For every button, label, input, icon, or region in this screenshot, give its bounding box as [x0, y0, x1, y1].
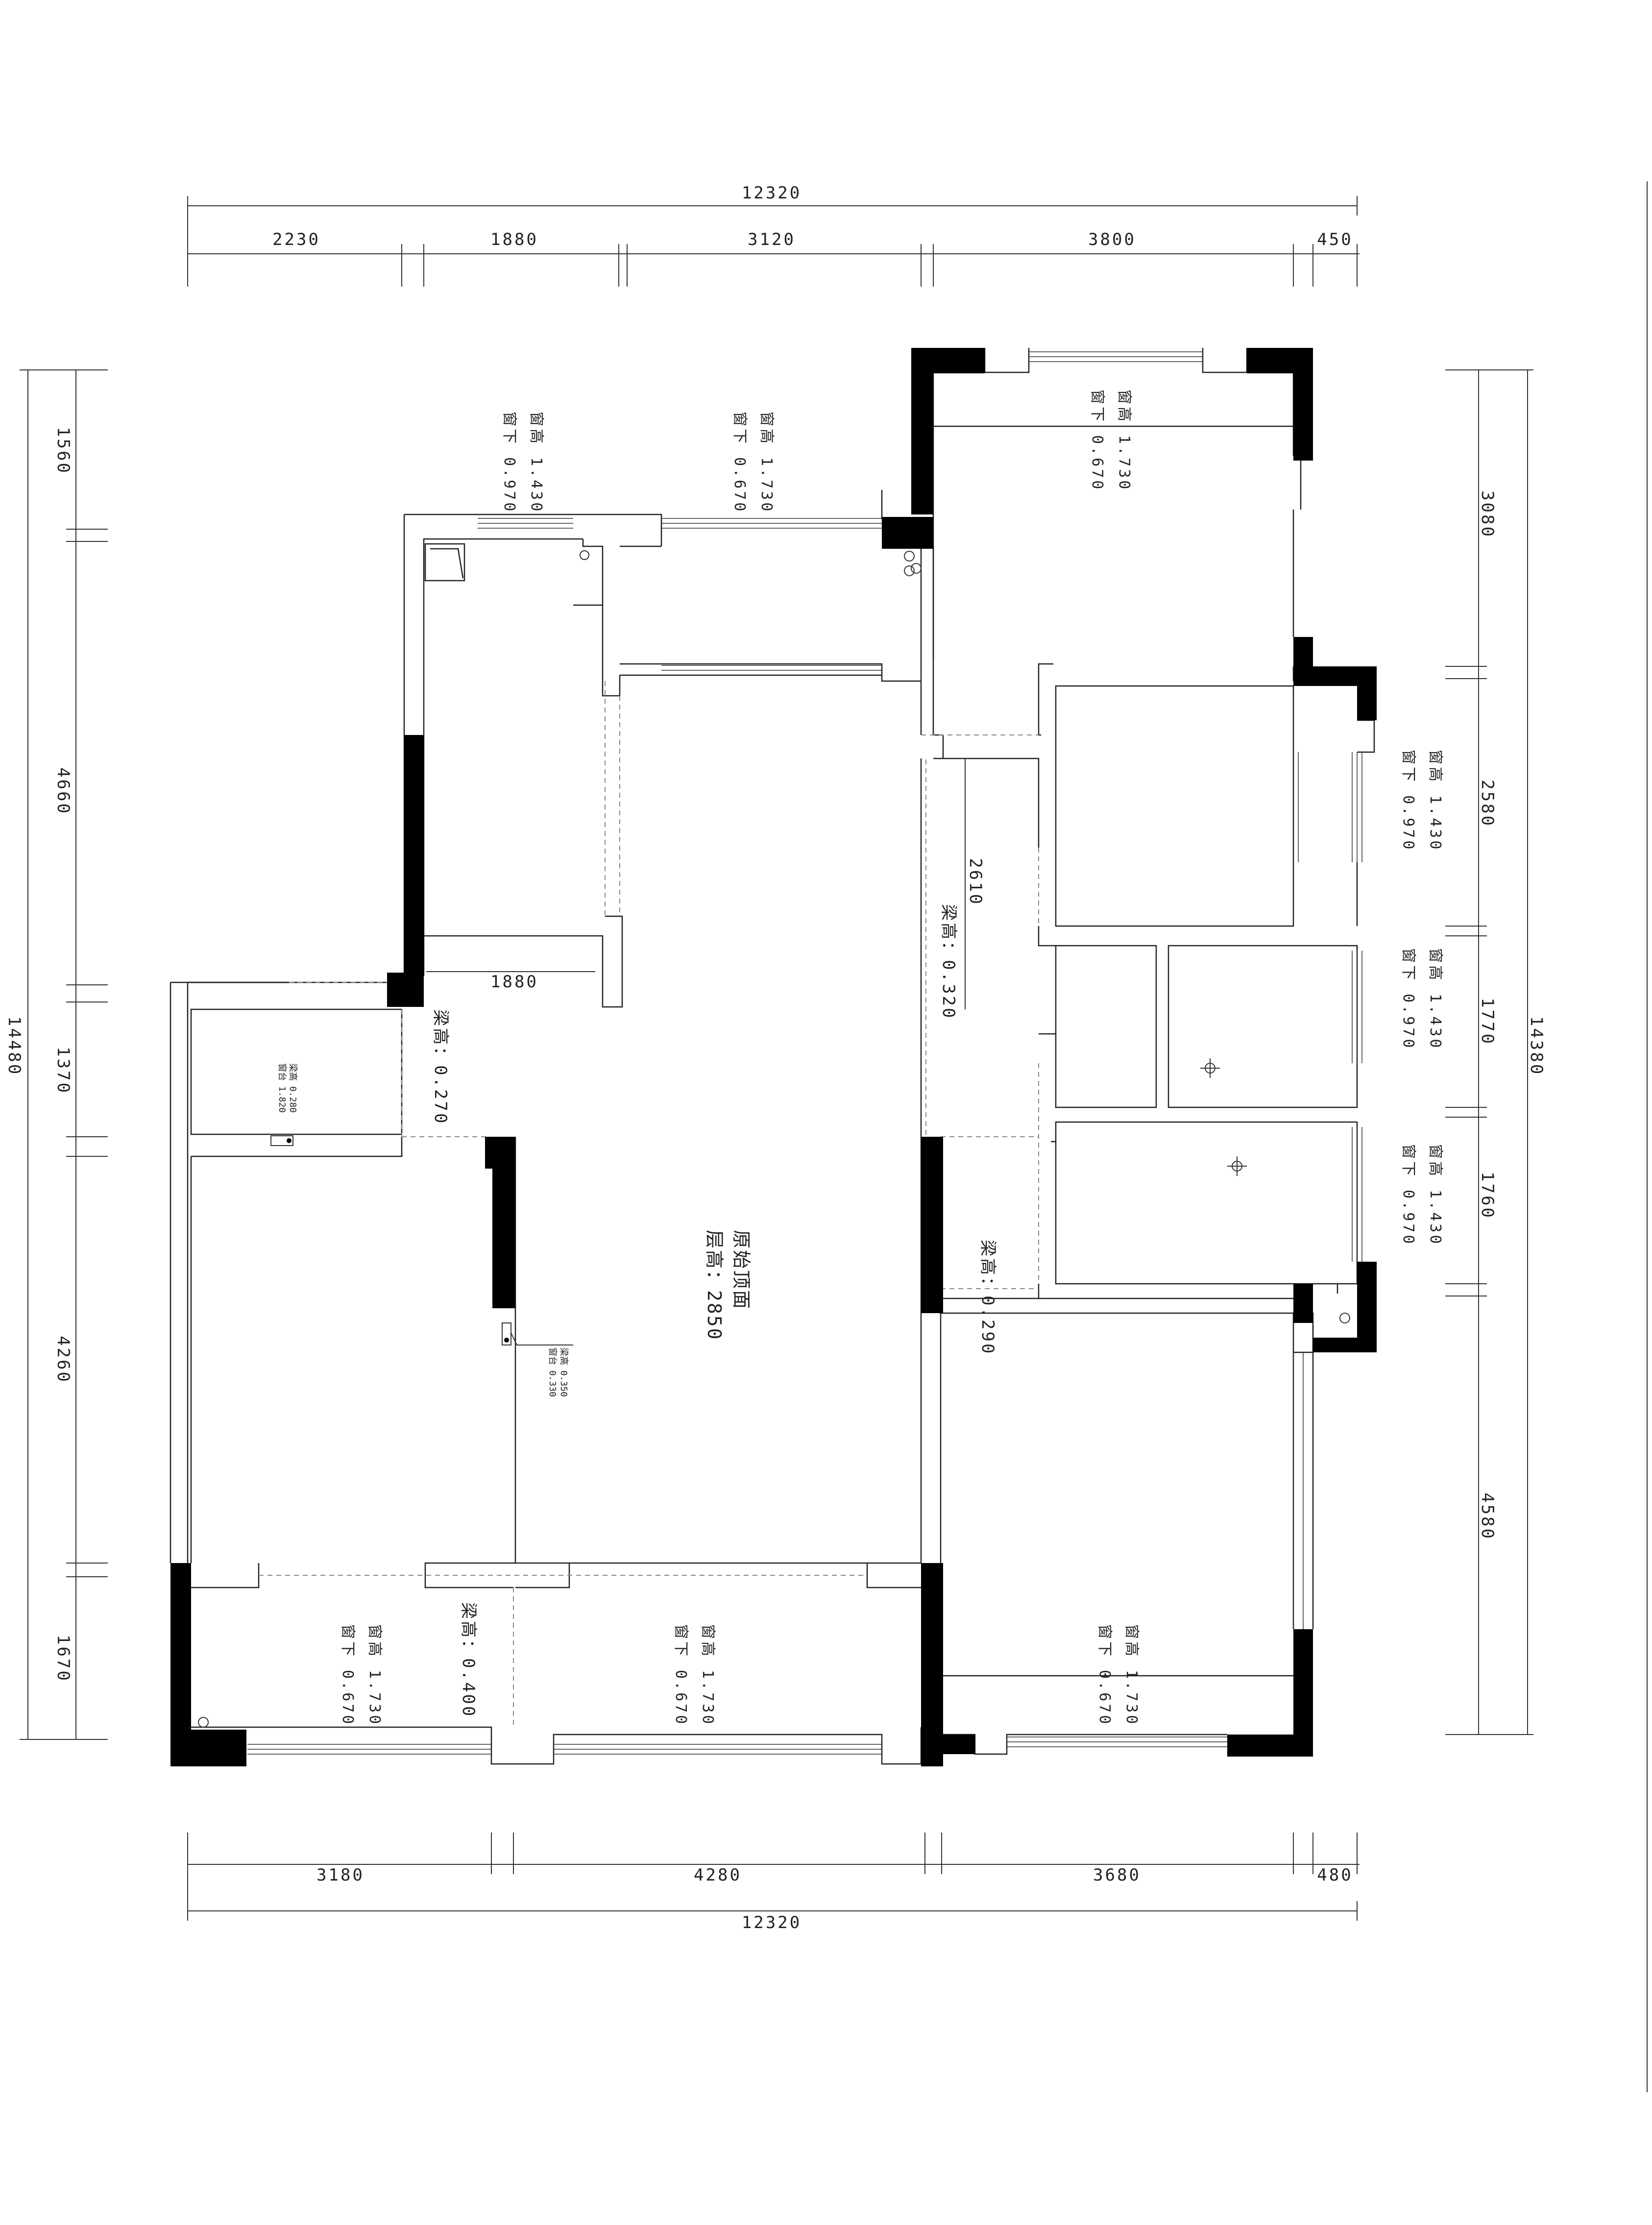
bottom-dim-4: 480 — [1317, 1865, 1353, 1885]
dimension-labels: 12320 2230 1880 3120 3800 450 3180 4280 … — [4, 183, 1546, 1932]
solid-walls — [170, 348, 1377, 1766]
right-total-dim: 14380 — [1527, 1016, 1546, 1076]
beam-height-label: 梁高：0.400 — [459, 1602, 478, 1718]
small-note: 梁高 0.280 — [288, 1063, 298, 1113]
top-dim-5: 450 — [1317, 230, 1353, 249]
drain-icon — [198, 1717, 209, 1728]
window-sill-label: 窗下 0.670 — [339, 1624, 356, 1726]
window-height-label: 窗高 1.730 — [366, 1624, 383, 1726]
beam-height-label: 梁高：0.320 — [939, 904, 958, 1020]
window-sill-label: 窗下 0.670 — [672, 1624, 689, 1726]
top-total-dim: 12320 — [742, 183, 802, 203]
beam-annotations: 梁高：0.270 梁高：0.320 梁高：0.290 梁高：0.400 — [431, 904, 997, 1718]
ceiling-plan-title: 原始顶面 — [730, 1230, 752, 1310]
window-height-label: 窗高 1.430 — [1427, 1144, 1444, 1246]
window-annotations: 窗高 1.430 窗下 0.970 窗高 1.730 窗下 0.670 窗高 1… — [339, 390, 1444, 1726]
left-total-dim: 14480 — [4, 1016, 24, 1076]
dimension-lines — [20, 181, 1648, 2092]
stove-icon — [424, 543, 465, 582]
window-height-label: 窗高 1.730 — [1116, 390, 1133, 491]
left-dim-3: 1370 — [53, 1047, 73, 1095]
left-dim-5: 1670 — [53, 1635, 73, 1683]
right-dim-5: 4580 — [1478, 1492, 1497, 1540]
bottom-dim-3: 3680 — [1093, 1865, 1141, 1885]
ceiling-title: 原始顶面 层高：2850 — [704, 1230, 752, 1341]
top-dim-4: 3800 — [1088, 230, 1136, 249]
window-height-label: 窗高 1.730 — [699, 1624, 716, 1726]
beam-height-label: 梁高：0.270 — [431, 1009, 450, 1125]
drain-icon — [1339, 1313, 1350, 1323]
right-dim-4: 1760 — [1478, 1172, 1497, 1220]
inner-dim-2610: 2610 — [966, 858, 985, 906]
window-sill-label: 窗下 0.670 — [1089, 390, 1106, 491]
top-dim-2: 1880 — [490, 230, 538, 249]
window-height-label: 窗高 1.730 — [758, 412, 775, 513]
right-dim-3: 1770 — [1478, 998, 1497, 1046]
pipe-icon — [904, 565, 915, 576]
vent-icon — [270, 1135, 293, 1146]
fixtures — [198, 543, 1350, 1728]
window-height-label: 窗高 1.430 — [1427, 948, 1444, 1050]
beam-dashed-lines — [259, 681, 1039, 1727]
small-notes: 梁高 0.280 窗台 1.820 梁高 0.350 窗台 0.330 — [277, 1063, 569, 1397]
small-note: 窗台 0.330 — [547, 1347, 558, 1397]
window-sill-label: 窗下 0.970 — [1400, 750, 1417, 852]
top-dim-1: 2230 — [272, 230, 320, 249]
left-dim-2: 4660 — [53, 767, 73, 815]
window-sill-label: 窗下 0.670 — [731, 412, 748, 513]
vent-icon — [502, 1322, 511, 1345]
left-dim-4: 4260 — [53, 1336, 73, 1384]
ceiling-light-icon — [1227, 1156, 1247, 1176]
small-note: 梁高 0.350 — [559, 1347, 569, 1397]
window-sill-label: 窗下 0.670 — [1096, 1624, 1113, 1726]
window-height-label: 窗高 1.430 — [1427, 750, 1444, 852]
window-sill-label: 窗下 0.970 — [1400, 948, 1417, 1050]
wall-outlines — [170, 348, 1375, 1765]
bottom-total-dim: 12320 — [742, 1913, 802, 1932]
beam-height-label: 梁高：0.290 — [978, 1240, 997, 1355]
window-sill-label: 窗下 0.970 — [501, 412, 518, 513]
bottom-dim-2: 4280 — [694, 1865, 742, 1885]
pipe-icon — [911, 563, 922, 574]
window-height-label: 窗高 1.430 — [528, 412, 545, 513]
pipe-icon — [904, 551, 915, 562]
window-sill-label: 窗下 0.970 — [1400, 1144, 1417, 1246]
window-height-label: 窗高 1.730 — [1123, 1624, 1140, 1726]
inner-dim-1880: 1880 — [490, 972, 538, 992]
floor-height-label: 层高：2850 — [704, 1230, 725, 1341]
ceiling-light-icon — [1200, 1058, 1220, 1078]
top-dim-3: 3120 — [748, 230, 796, 249]
right-dim-2: 2580 — [1478, 780, 1497, 828]
small-note: 窗台 1.820 — [277, 1063, 287, 1113]
left-dim-1: 1560 — [53, 427, 73, 475]
bottom-dim-1: 3180 — [316, 1865, 364, 1885]
drain-icon — [580, 550, 589, 560]
windows — [247, 351, 1362, 1755]
right-dim-1: 3080 — [1478, 490, 1497, 538]
